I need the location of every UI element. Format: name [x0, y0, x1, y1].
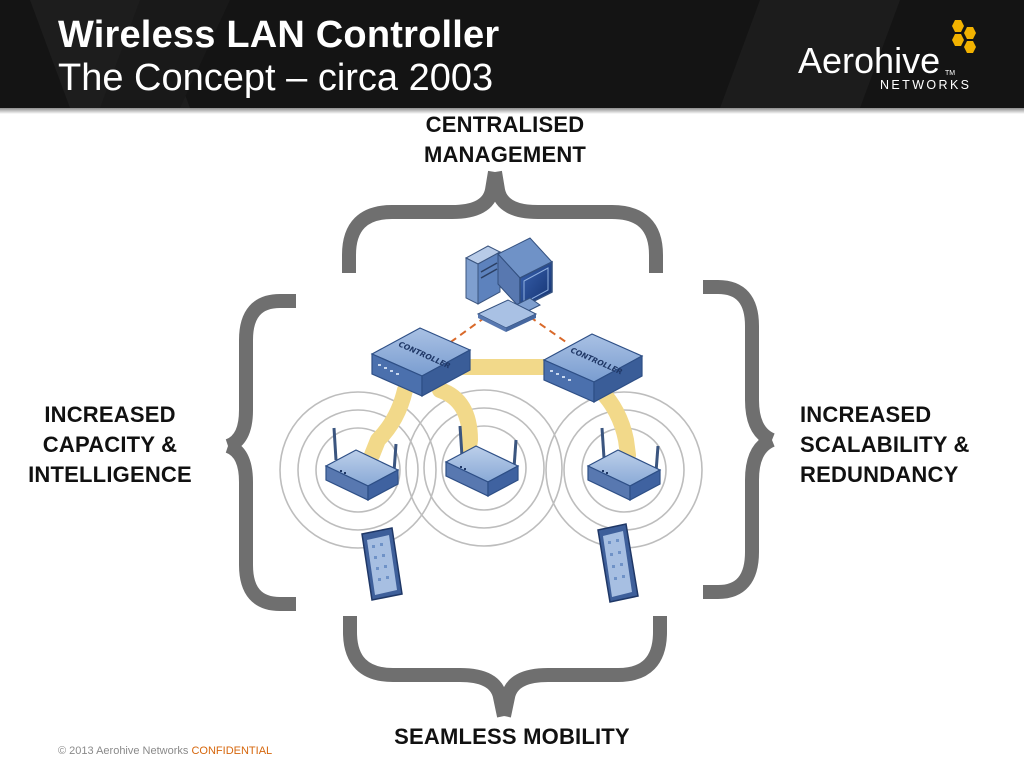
access-point-icon [444, 425, 520, 497]
logo-trademark: TM [945, 70, 956, 77]
footer-copyright: © 2013 Aerohive Networks CONFIDENTIAL [58, 745, 272, 757]
tablet-icon [597, 523, 639, 603]
brace-bottom [343, 616, 667, 718]
callout-line: INTELLIGENCE [28, 462, 192, 487]
controller-icon: CONTROLLER [370, 327, 472, 398]
access-point-icon [324, 427, 400, 501]
logo-wordmark: Aerohive [798, 40, 941, 81]
callout-line: MANAGEMENT [423, 142, 587, 167]
computer-icon [464, 237, 553, 332]
callout-scalability-redundancy: INCREASED SCALABILITY & REDUNDANCY [800, 400, 970, 490]
callout-line: SCALABILITY & [800, 432, 970, 457]
slide-subtitle: The Concept – circa 2003 [58, 57, 494, 99]
brace-right [703, 280, 776, 599]
slide-header: Wireless LAN Controller The Concept – ci… [0, 0, 1024, 108]
header-decoration [30, 0, 900, 108]
callout-line: INCREASED [44, 402, 176, 427]
callout-line: INCREASED [800, 402, 932, 427]
access-point-icon [586, 427, 662, 501]
brace-left [225, 294, 296, 611]
aerohive-hexagon-logo-icon [952, 20, 976, 53]
confidential-label: CONFIDENTIAL [191, 745, 273, 757]
callout-line: CENTRALISED [425, 112, 585, 137]
controller-icon: CONTROLLER [542, 333, 644, 404]
callout-capacity-intelligence: INCREASED CAPACITY & INTELLIGENCE [14, 400, 206, 490]
management-links [447, 309, 567, 345]
callout-centralised-management: CENTRALISED MANAGEMENT [402, 110, 608, 170]
callout-seamless-mobility: SEAMLESS MOBILITY [380, 722, 644, 752]
callout-line: SEAMLESS MOBILITY [394, 724, 630, 749]
brace-top [342, 170, 663, 273]
callout-line: REDUNDANCY [800, 462, 959, 487]
slide-title: Wireless LAN Controller [58, 14, 500, 56]
callout-line: CAPACITY & [42, 432, 178, 457]
header-shadow [0, 108, 1024, 114]
logo-tagline: NETWORKS [880, 78, 972, 92]
copyright-text: © 2013 Aerohive Networks [58, 745, 189, 757]
tablet-icon [361, 527, 403, 601]
